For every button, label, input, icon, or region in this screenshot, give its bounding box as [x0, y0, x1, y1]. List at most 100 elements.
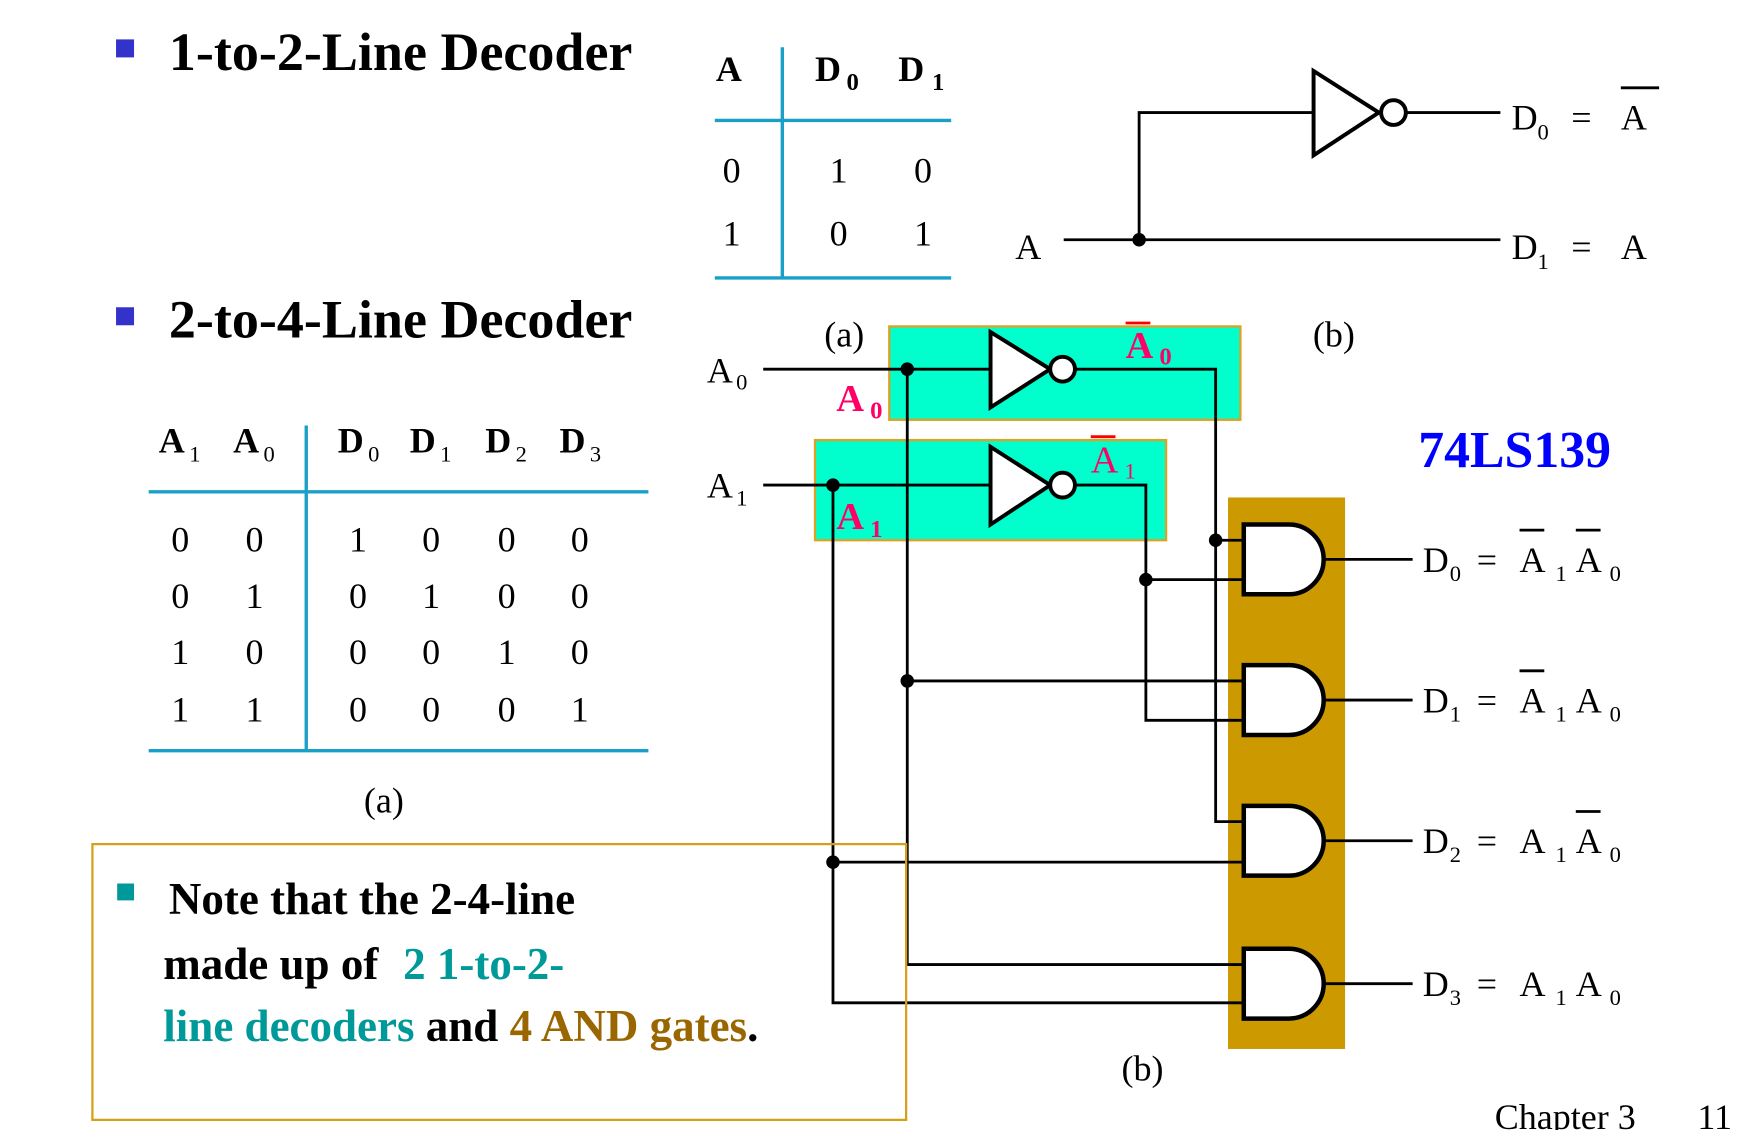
table-cell: 0 [171, 576, 189, 616]
output-label: D [1423, 821, 1449, 861]
table-header: D [338, 420, 364, 460]
output-label: D [1423, 540, 1449, 580]
output-term-sub: 1 [1556, 985, 1567, 1010]
junction-dot [1132, 232, 1146, 247]
inverter-gate-a1 [988, 443, 1054, 529]
output-term-sub: 0 [1610, 561, 1621, 586]
junction-dot [900, 362, 915, 376]
table-cell: 0 [498, 689, 516, 729]
table-cell: 1 [349, 519, 367, 559]
note-highlight-gold: 4 AND gates [510, 1001, 747, 1051]
table-1to2-caption: (a) [824, 315, 864, 355]
circuit-1to2-caption: (b) [1313, 315, 1355, 355]
out1-label: D [1512, 227, 1538, 267]
inverter-bubble [1048, 470, 1077, 500]
output-sub: 0 [1450, 561, 1461, 586]
table-cell: 0 [245, 519, 263, 559]
output-eq: = [1477, 821, 1497, 861]
a0-bar-sub: 0 [1159, 344, 1171, 371]
table-header-sub: 2 [516, 441, 527, 466]
output-sub: 2 [1450, 842, 1461, 867]
footer-page: 11 [1697, 1097, 1732, 1130]
input-a0-sub: 0 [736, 369, 747, 394]
table-header-sub: 1 [189, 441, 200, 466]
table-header-sub: 0 [263, 441, 274, 466]
output-eq: = [1477, 680, 1497, 720]
output-term-sub: 1 [1556, 561, 1567, 586]
table-cell: 0 [349, 689, 367, 729]
footer-chapter: Chapter 3 [1495, 1097, 1636, 1130]
note-text: made up of [163, 939, 389, 989]
table-cell: 1 [171, 689, 189, 729]
and-gate [1241, 662, 1326, 738]
bullet-icon [116, 39, 135, 58]
header-a: A [716, 49, 742, 89]
output-term-sub: 1 [1556, 842, 1567, 867]
input-a-label: A [1015, 227, 1041, 267]
note-text: and [415, 1001, 510, 1051]
junction-dot [1208, 533, 1223, 547]
inverter-bubble [1048, 354, 1077, 384]
a1-bar-label: A [1091, 440, 1119, 482]
table-cell: 0 [422, 689, 440, 729]
table-cell: 0 [422, 632, 440, 672]
table-header-sub: 3 [590, 441, 601, 466]
out0-rhs: A [1621, 97, 1647, 137]
table-cell: 0 [422, 519, 440, 559]
table-cell: 1 [830, 150, 848, 190]
table-cell: 1 [171, 632, 189, 672]
table-cell: 0 [571, 576, 589, 616]
table-cell: 1 [498, 632, 516, 672]
inverter-gate [1311, 67, 1383, 159]
table-2to4-caption: (a) [364, 781, 404, 821]
table-cell: 1 [723, 213, 741, 253]
output-term: A [1576, 680, 1602, 720]
circuit-2to4-caption: (b) [1121, 1048, 1163, 1088]
junction-dot [900, 674, 915, 688]
note-line2: made up of 2 1-to-2- [163, 939, 564, 989]
note-text: . [747, 1001, 758, 1051]
table-cell: 0 [171, 519, 189, 559]
a0-bar-label: A [1126, 325, 1154, 367]
a0-sub: 0 [870, 398, 882, 425]
and-gate [1241, 946, 1326, 1021]
bullet-icon [116, 307, 135, 326]
header-d0: D [815, 49, 841, 89]
note-highlight-teal: line decoders [163, 1001, 414, 1051]
table-cell: 0 [723, 150, 741, 190]
junction-dot [826, 478, 840, 492]
input-a1-label: A [707, 465, 733, 505]
table-header: D [485, 420, 511, 460]
decoder-box-a0 [888, 325, 1242, 421]
table-cell: 0 [571, 519, 589, 559]
output-term: A [1576, 964, 1602, 1004]
table-cell: 0 [571, 632, 589, 672]
junction-dot [1139, 572, 1153, 587]
input-a1-sub: 1 [736, 485, 747, 510]
circuit-1to2: A D 0 = A D 1 = A [1015, 67, 1660, 274]
table-header: D [559, 420, 585, 460]
table-cell: 0 [498, 576, 516, 616]
out1-sub: 1 [1538, 249, 1549, 274]
section2-title: 2-to-4-Line Decoder [169, 290, 632, 350]
note-box: Note that the 2-4-line made up of 2 1-to… [91, 842, 908, 1121]
input-a0-label: A [707, 351, 733, 391]
table-cell: 0 [245, 632, 263, 672]
and-gate [1241, 803, 1326, 878]
output-sub: 3 [1450, 985, 1461, 1010]
output-term: A [1520, 964, 1546, 1004]
table-cell: 0 [830, 213, 848, 253]
table-cell: 1 [422, 576, 440, 616]
a0-label: A [836, 378, 864, 420]
table-header-sub: 0 [368, 441, 379, 466]
output-sub: 1 [1450, 701, 1461, 726]
output-term: A [1520, 680, 1546, 720]
output-term: A [1520, 821, 1546, 861]
table-cell: 1 [571, 689, 589, 729]
table-header: D [410, 420, 436, 460]
table-header-sub: 1 [440, 441, 451, 466]
out1-eq: = [1571, 227, 1591, 267]
